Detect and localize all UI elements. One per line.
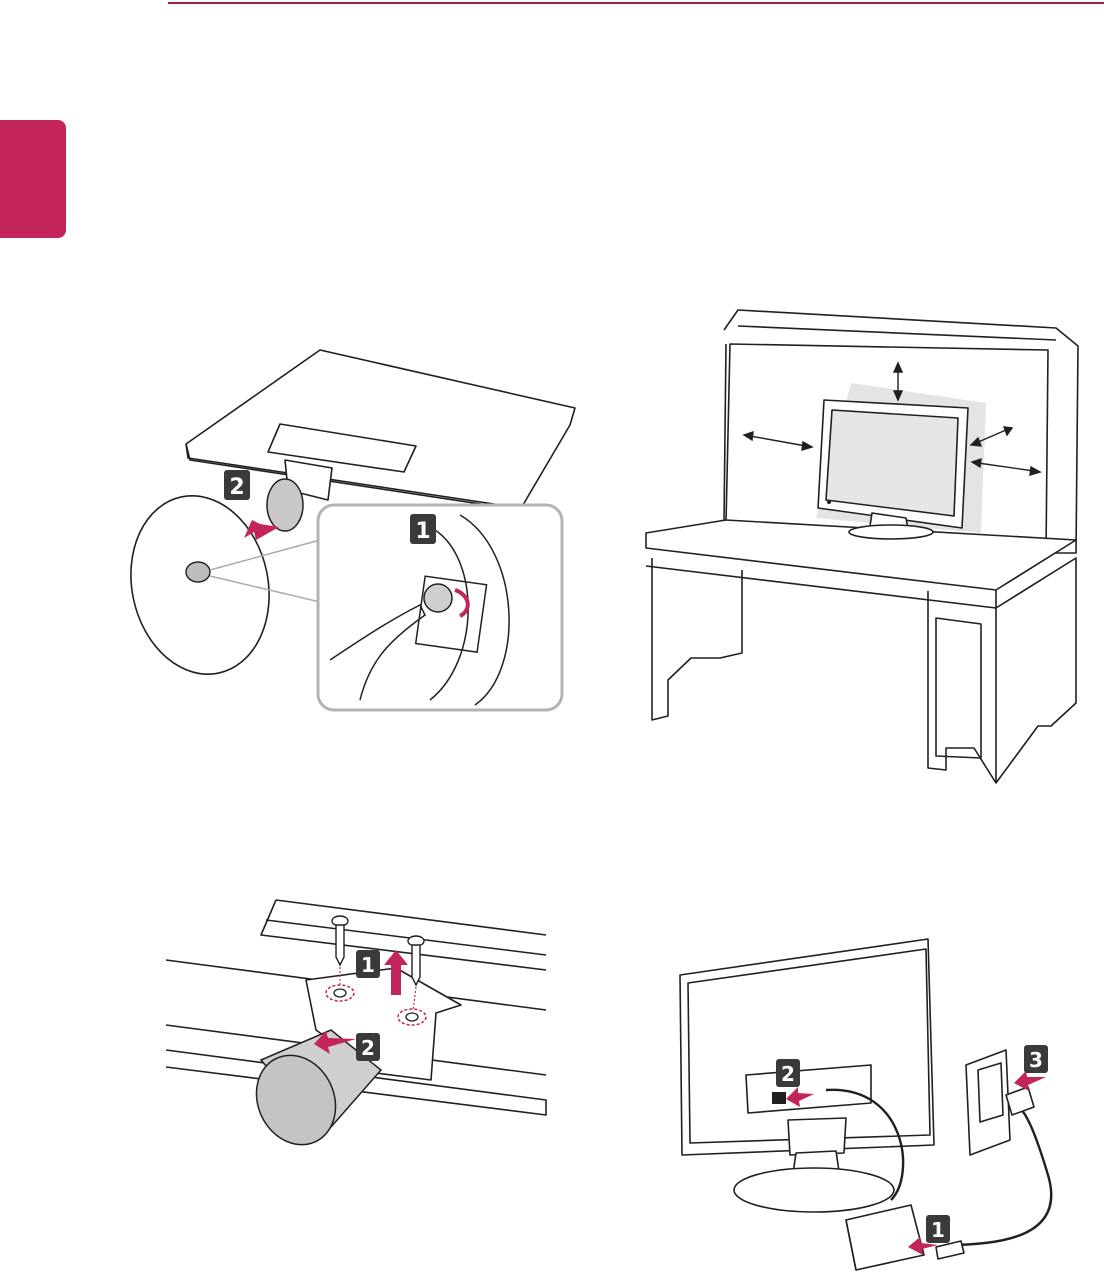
connect-power-illustration: 2 3 1 bbox=[676, 935, 1076, 1273]
svg-text:1: 1 bbox=[415, 519, 430, 544]
step-badge-2: 2 bbox=[224, 470, 250, 500]
desk-clearance-illustration bbox=[646, 308, 1086, 788]
svg-text:3: 3 bbox=[1029, 1048, 1043, 1072]
step-badge-1: 1 bbox=[926, 1215, 950, 1243]
step-badge-2: 2 bbox=[776, 1059, 800, 1087]
remove-stand-body-illustration: 1 2 bbox=[166, 895, 556, 1150]
language-tab bbox=[0, 120, 66, 238]
svg-text:2: 2 bbox=[229, 475, 244, 500]
svg-text:2: 2 bbox=[781, 1062, 795, 1086]
detach-stand-illustration: 1 2 bbox=[120, 340, 580, 720]
svg-text:2: 2 bbox=[361, 1036, 375, 1060]
header-rule bbox=[168, 2, 1104, 4]
step-badge-3: 3 bbox=[1024, 1045, 1048, 1073]
step-badge-2: 2 bbox=[356, 1033, 380, 1061]
svg-text:1: 1 bbox=[361, 953, 375, 977]
svg-text:1: 1 bbox=[931, 1218, 945, 1242]
step-badge-1: 1 bbox=[410, 514, 436, 544]
step-badge-1: 1 bbox=[356, 950, 380, 978]
